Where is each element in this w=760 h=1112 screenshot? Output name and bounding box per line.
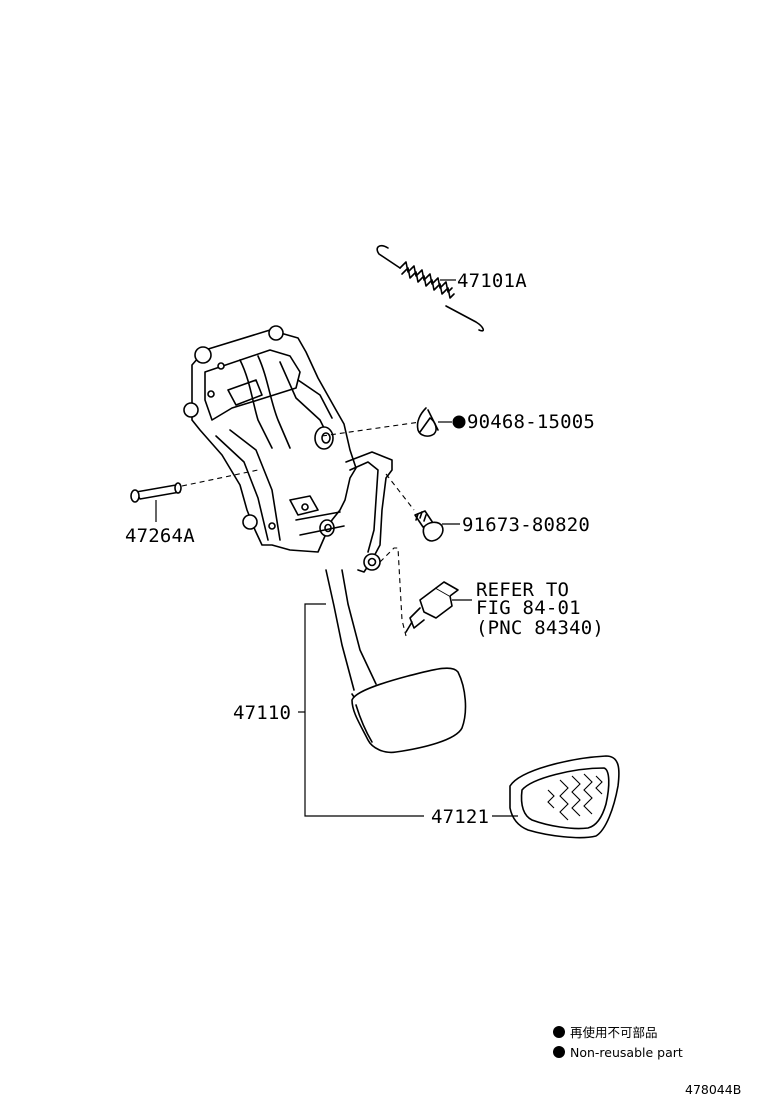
pedal-pad-drawing [509,755,620,839]
legend-en: Non-reusable part [570,1045,683,1060]
label-47110[interactable]: 47110 [233,702,291,724]
refer-line-1[interactable]: REFER TO [476,579,569,601]
figure-id: 478044B [685,1082,741,1097]
legend-marker-icon [553,1026,565,1038]
label-91673-80820[interactable]: 91673-80820 [462,514,590,536]
stop-lamp-switch-drawing [405,581,459,633]
leader-pedal-assy [304,603,424,817]
legend-jp: 再使用不可部品 [570,1025,658,1040]
pedal-arm-drawing [325,451,467,754]
bolt-axis-line [385,473,415,511]
pedal-bracket-drawing [183,325,357,553]
label-47101A[interactable]: 47101A [457,270,527,292]
clevis-pin-drawing [130,482,182,503]
label-90468-15005[interactable]: 90468-15005 [467,411,595,433]
return-spring-drawing [376,245,485,332]
clip-drawing [416,407,439,437]
switch-axis-line [379,547,407,637]
label-47121[interactable]: 47121 [431,806,489,828]
legend-marker-icon-2 [553,1046,565,1058]
non-reusable-marker-icon [452,415,466,429]
pin-axis-line [181,421,421,487]
refer-line-2[interactable]: FIG 84-01 [476,597,581,619]
refer-line-3[interactable]: (PNC 84340) [476,617,604,639]
bolt-drawing [414,510,444,542]
label-47264A[interactable]: 47264A [125,525,195,547]
